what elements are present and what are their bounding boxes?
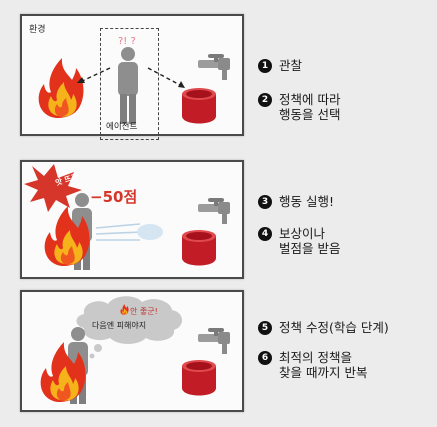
environment-label: 환경 [29, 25, 46, 35]
step-text: 행동 실행! [279, 194, 334, 209]
agent-label: 에이전트 [106, 122, 138, 132]
observe-arrow-left [79, 67, 111, 83]
thought-cloud [76, 296, 183, 344]
step-number: 6 [258, 351, 272, 365]
burst-icon [24, 164, 82, 212]
faucet-icon [198, 54, 230, 80]
bucket-icon [182, 230, 216, 266]
fire-icon [38, 58, 84, 118]
step-5: 5 정책 수정(학습 단계) [258, 320, 389, 335]
panel-act-art [24, 164, 230, 270]
cloud-text-bad: 안 좋군! [130, 307, 158, 316]
step-number: 5 [258, 321, 272, 335]
faucet-icon [198, 328, 230, 354]
step-1: 1 관찰 [258, 58, 302, 73]
step-text: 정책 수정(학습 단계) [279, 320, 389, 335]
step-number: 4 [258, 227, 272, 241]
cloud-text-avoid: 다음엔 피해야지 [92, 321, 147, 330]
step-number: 2 [258, 93, 272, 107]
agent-boundary [100, 28, 159, 140]
panel-update: 안 좋군! 다음엔 피해야지 [20, 290, 244, 412]
step-number: 1 [258, 59, 272, 73]
bucket-icon [182, 360, 216, 396]
panel-observe-art [38, 47, 230, 124]
question-marks: ?! ? [118, 36, 136, 47]
step-text: 관찰 [279, 58, 303, 73]
bucket-icon [182, 88, 216, 124]
panel-observe: 환경 ?! ? 에이전트 [20, 14, 244, 140]
panel-update-art [40, 296, 230, 404]
penalty-text: −50점 [90, 188, 138, 206]
faucet-icon [198, 198, 230, 224]
panel-act: 앗 뜨거 −50점 [20, 160, 244, 279]
step-number: 3 [258, 195, 272, 209]
water-splash [137, 224, 163, 240]
step-3: 3 행동 실행! [258, 194, 334, 209]
motion-lines [95, 223, 143, 241]
